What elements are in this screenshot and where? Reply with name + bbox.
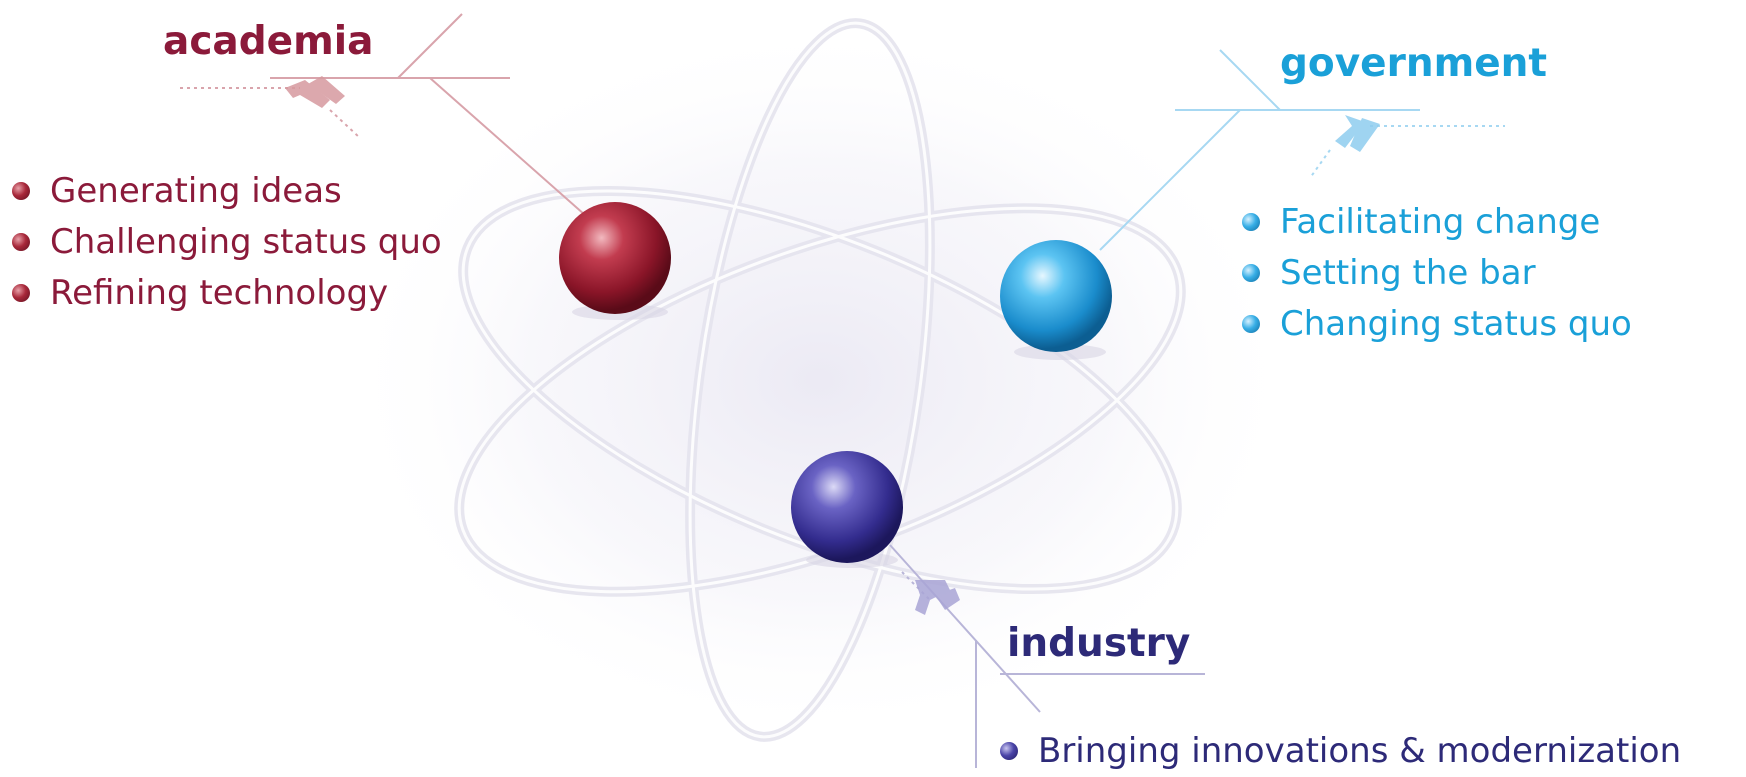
academia-connector: [180, 13, 586, 216]
government-leader-line: [1099, 109, 1241, 251]
industry-connector: [889, 544, 1205, 768]
academia-item: Refining technology: [12, 268, 442, 319]
government-item: Changing status quo: [1242, 299, 1632, 350]
government-item-label: Facilitating change: [1280, 202, 1601, 242]
bullet-icon: [1000, 742, 1018, 760]
government-connector: [1099, 49, 1505, 251]
academia-sphere-ball: [559, 202, 671, 314]
academia-dotted-line-2: [329, 109, 361, 139]
academia-chevron-icon: [285, 76, 345, 108]
industry-sphere-ball: [791, 451, 903, 563]
academia-item: Challenging status quo: [12, 217, 442, 268]
orbit-ring-b-highlight: [461, 189, 1179, 591]
bullet-icon: [1242, 264, 1260, 282]
industry-item: Bringing innovations & modernization: [1000, 726, 1681, 777]
industry-chevron-icon: [915, 580, 960, 615]
industry-leader-line: [889, 544, 1041, 713]
academia-item-label: Refining technology: [50, 273, 389, 313]
orbit-ring-c-highlight: [688, 21, 932, 739]
academia-item-label: Generating ideas: [50, 171, 342, 211]
bullet-icon: [1242, 213, 1260, 231]
industry-sphere: [791, 451, 903, 568]
academia-item-label: Challenging status quo: [50, 222, 442, 262]
government-item-label: Changing status quo: [1280, 304, 1632, 344]
government-accent-line: [1219, 49, 1281, 111]
academia-item: Generating ideas: [12, 166, 442, 217]
government-item: Setting the bar: [1242, 248, 1632, 299]
background-glow: [340, 20, 1300, 740]
government-sphere-ball: [1000, 240, 1112, 352]
government-heading: government: [1280, 41, 1548, 86]
government-item-label: Setting the bar: [1280, 253, 1536, 293]
bullet-icon: [12, 233, 30, 251]
government-dotted-line-2: [1309, 149, 1331, 179]
industry-list: Bringing innovations & modernization: [1000, 726, 1681, 777]
bullet-icon: [12, 284, 30, 302]
bullet-icon: [1242, 315, 1260, 333]
academia-accent-line: [397, 13, 463, 79]
government-chevron-icon: [1335, 115, 1380, 152]
academia-heading: academia: [163, 19, 374, 64]
bullet-icon: [12, 182, 30, 200]
government-sphere: [1000, 240, 1112, 360]
academia-leader-line: [429, 77, 586, 216]
industry-item-label: Bringing innovations & modernization: [1038, 731, 1682, 771]
government-list: Facilitating change Setting the bar Chan…: [1242, 197, 1632, 350]
government-item: Facilitating change: [1242, 197, 1632, 248]
academia-sphere: [559, 202, 671, 320]
academia-list: Generating ideas Challenging status quo …: [12, 166, 442, 319]
industry-heading: industry: [1007, 621, 1191, 666]
